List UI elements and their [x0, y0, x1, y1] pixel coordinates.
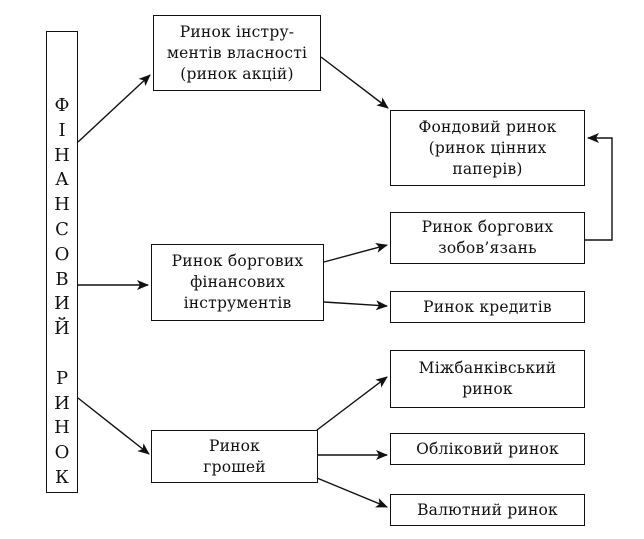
money-market-label: Ринок грошей: [203, 436, 266, 476]
equity-market-label: Ринок інстру- ментів власності (ринок ак…: [166, 22, 308, 83]
stock-market-label: Фондовий ринок (ринок цінних паперів): [418, 117, 557, 178]
vertical-title-letter: Й: [54, 318, 70, 340]
arrow-to-debt-obligations-market: [323, 243, 388, 263]
vertical-title-letter: О: [54, 243, 70, 265]
currency-market-box: Валютний ринок: [390, 494, 585, 526]
debt-obligations-market-label: Ринок боргових зобов’язань: [421, 218, 554, 257]
debt-instruments-market-label: Ринок боргових фінансових інструментів: [171, 252, 304, 312]
arrow-to-credit-market: [323, 300, 388, 311]
vertical-title-letter: С: [55, 218, 69, 240]
vertical-title-letter: А: [55, 169, 69, 191]
interbank-market-box: Міжбанківський ринок: [390, 350, 585, 408]
vertical-title-letter: И: [54, 392, 70, 414]
vertical-title-letter: О: [54, 442, 70, 464]
equity-market-box: Ринок інстру- ментів власності (ринок ак…: [153, 15, 321, 91]
credit-market-box: Ринок кредитів: [390, 291, 585, 323]
vertical-title-letter: Н: [54, 194, 70, 216]
arrow-debt-obligations-to-stock-market: [585, 133, 613, 241]
vertical-title-letter: Н: [54, 417, 70, 439]
interbank-market-label: Міжбанківський ринок: [418, 359, 557, 398]
discount-market-label: Обліковий ринок: [416, 439, 559, 458]
money-market-box: Ринок грошей: [151, 430, 318, 483]
arrow-to-money-market: [77, 397, 150, 455]
vertical-title-letter: Ф: [54, 95, 70, 116]
debt-obligations-market-box: Ринок боргових зобов’язань: [390, 212, 585, 264]
arrow-to-interbank-market: [316, 376, 388, 431]
vertical-title-letter: И: [54, 293, 70, 315]
stock-market-box: Фондовий ринок (ринок цінних паперів): [390, 110, 585, 186]
vertical-title-letter: Н: [54, 144, 70, 166]
vertical-title-letter: В: [55, 268, 69, 290]
arrow-equity-to-stock-market: [320, 56, 389, 109]
debt-instruments-market-box: Ринок боргових фінансових інструментів: [151, 244, 324, 321]
vertical-title-letter: Р: [55, 367, 69, 389]
arrow-to-equity-market: [77, 74, 151, 143]
currency-market-label: Валютний ринок: [417, 500, 558, 519]
discount-market-box: Обліковий ринок: [390, 433, 585, 465]
credit-market-label: Ринок кредитів: [423, 297, 552, 316]
arrow-to-currency-market: [316, 477, 388, 508]
vertical-title-letter: К: [55, 466, 69, 488]
vertical-title-letter: І: [58, 119, 66, 141]
